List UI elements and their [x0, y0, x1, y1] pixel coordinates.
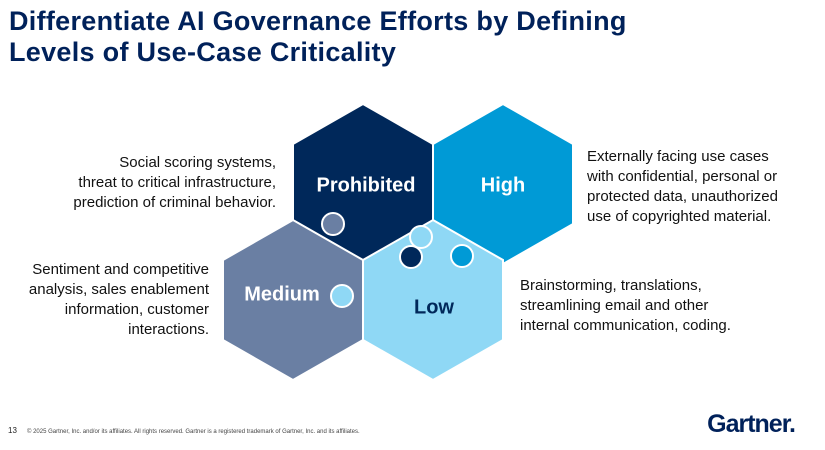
label-medium: Medium [244, 283, 320, 306]
text-line: prediction of criminal behavior. [73, 194, 276, 211]
high-description: Externally facing use cases with confide… [587, 147, 778, 227]
low-description: Brainstorming, translations, streamlinin… [520, 276, 731, 336]
knob-medium [321, 212, 345, 236]
text-line: internal communication, coding. [520, 317, 731, 334]
text-line: information, customer [64, 301, 209, 318]
text-line: interactions. [128, 321, 209, 338]
text-line: use of copyrighted material. [587, 208, 772, 225]
knob-low-up [409, 225, 433, 249]
text-line: Sentiment and competitive [32, 261, 209, 278]
text-line: Social scoring systems, [119, 154, 276, 171]
page-number: 13 [8, 426, 17, 435]
text-line: analysis, sales enablement [28, 281, 209, 298]
knob-high [450, 244, 474, 268]
title-line-2: Levels of Use-Case Criticality [9, 37, 397, 67]
label-low: Low [414, 296, 454, 319]
medium-description: Sentiment and competitive analysis, sale… [29, 260, 209, 340]
text-line: with confidential, personal or [587, 168, 778, 185]
text-line: protected data, unauthorized [587, 188, 778, 205]
knob-low-left [330, 284, 354, 308]
text-line: Brainstorming, translations, [520, 277, 702, 294]
label-prohibited: Prohibited [316, 174, 416, 197]
prohibited-description: Social scoring systems, threat to critic… [73, 153, 276, 213]
label-high: High [480, 174, 526, 197]
text-line: streamlining email and other [520, 297, 709, 314]
gartner-logo: Gartner. [707, 410, 796, 438]
title-line-1: Differentiate AI Governance Efforts by D… [9, 6, 627, 36]
knob-prohibited [399, 245, 423, 269]
copyright: © 2025 Gartner, Inc. and/or its affiliat… [27, 429, 360, 435]
text-line: Externally facing use cases [587, 148, 769, 165]
slide-title: Differentiate AI Governance Efforts by D… [9, 6, 627, 68]
text-line: threat to critical infrastructure, [78, 174, 276, 191]
